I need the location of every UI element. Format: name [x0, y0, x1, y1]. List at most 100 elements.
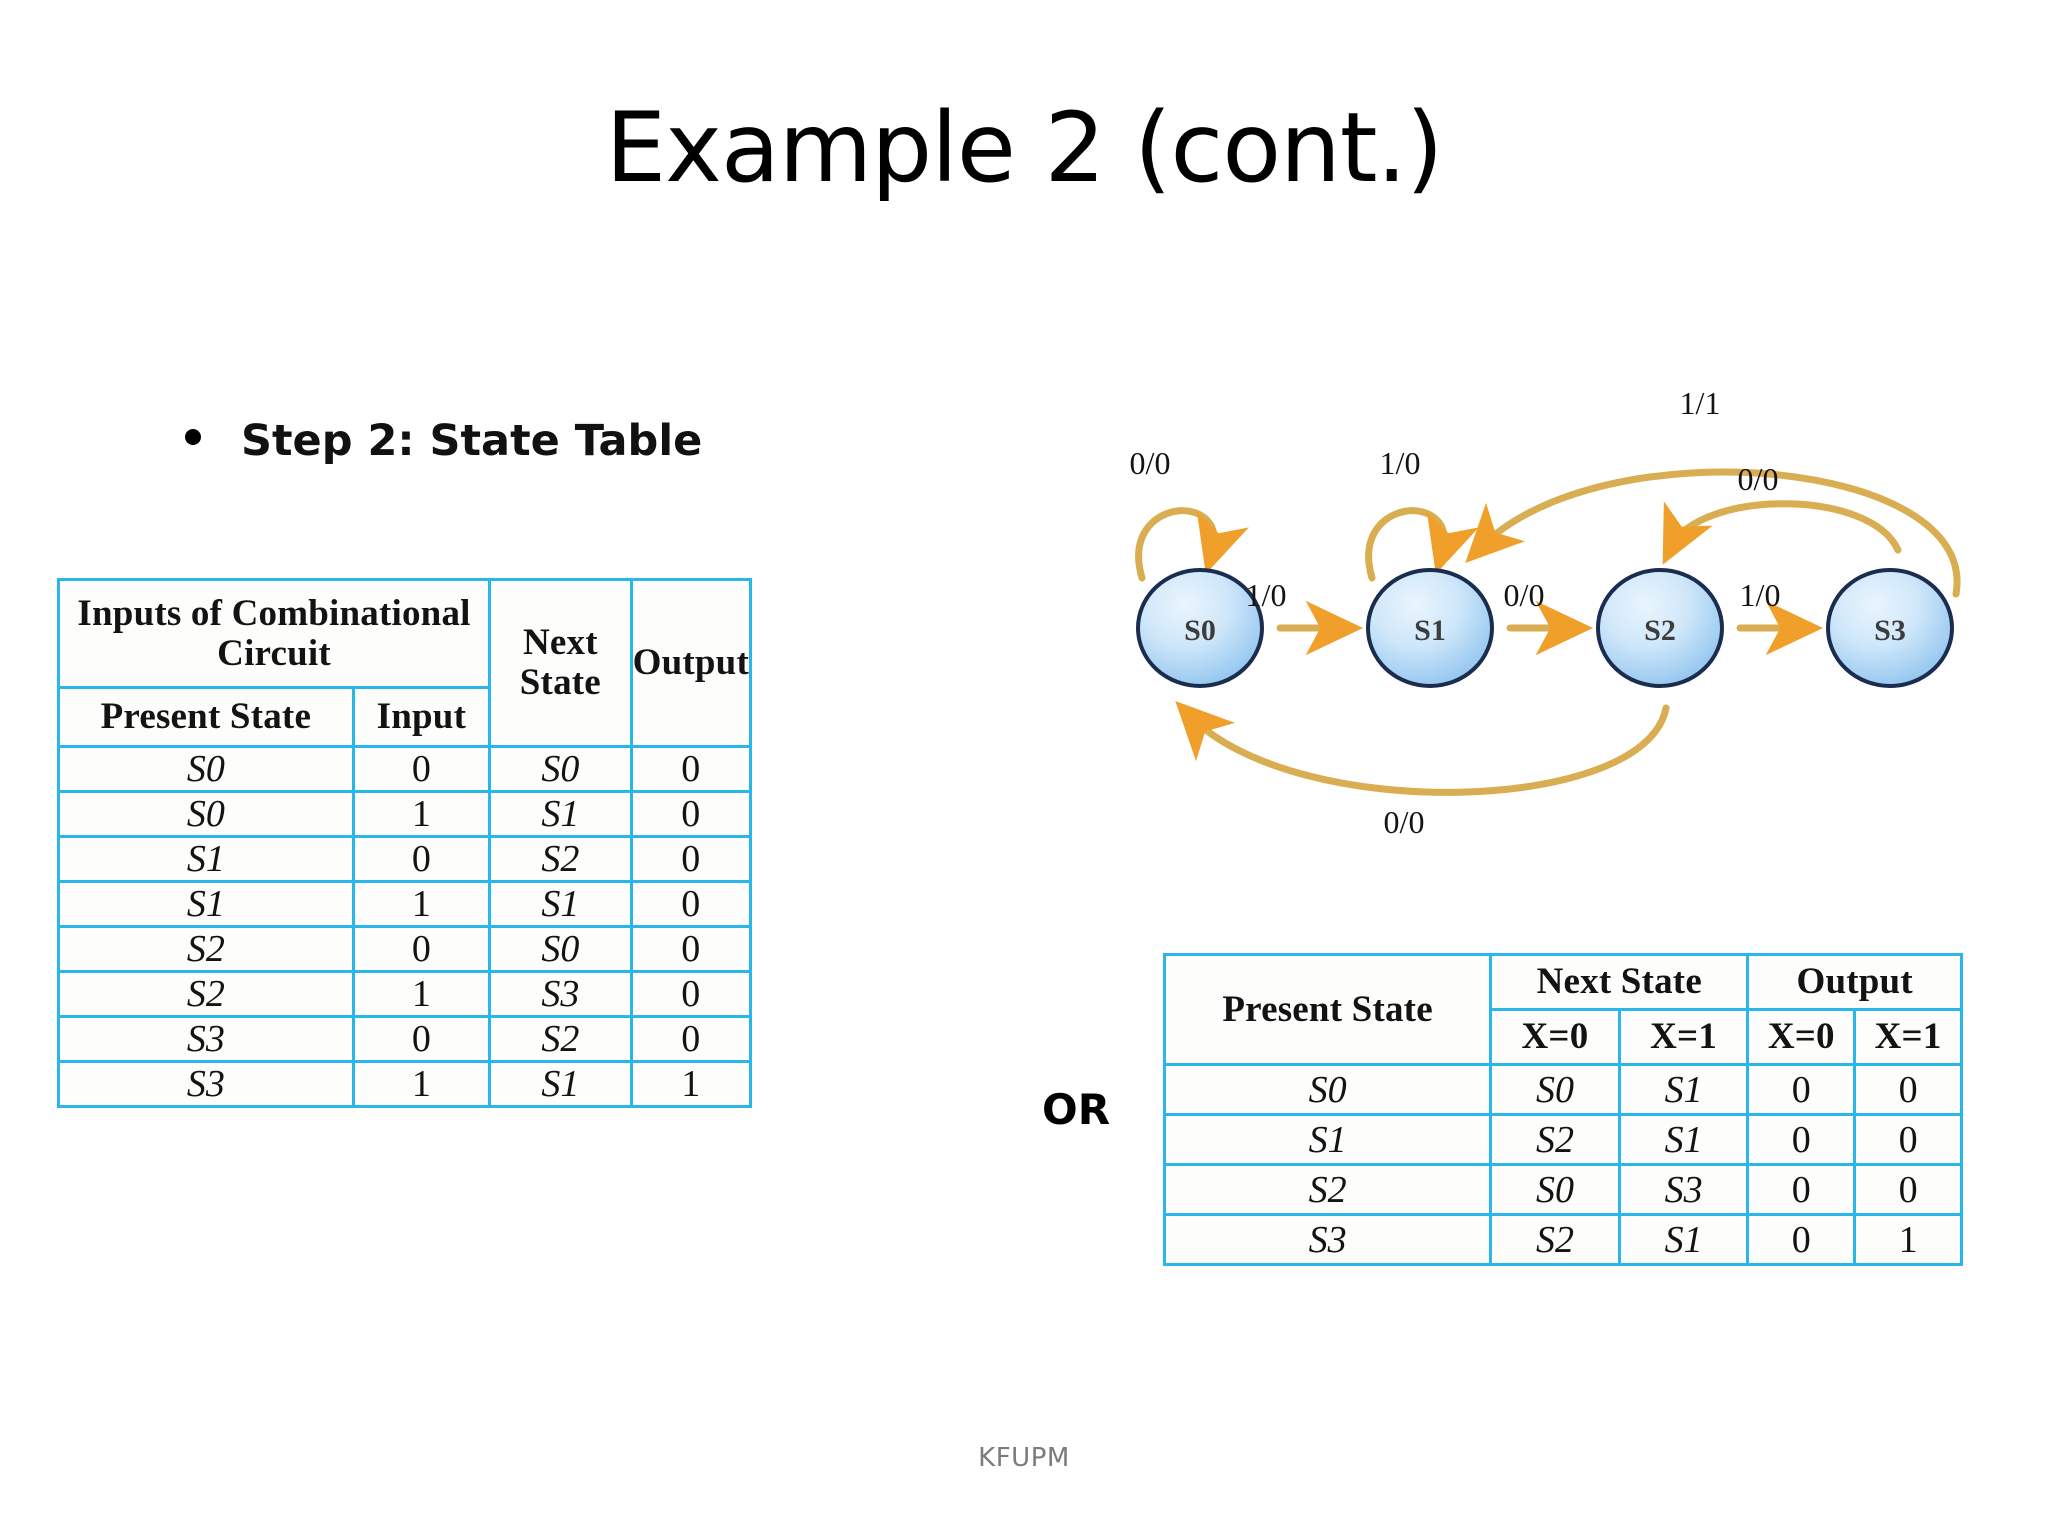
state-node-s0: S0: [1136, 568, 1264, 688]
bullet-dot-icon: [185, 429, 201, 445]
state-table-compact: Present State Next State Output X=0 X=1 …: [1162, 953, 1963, 1266]
cell-next-state-x0: S2: [1489, 1213, 1621, 1266]
state-label-s2: S2: [1644, 614, 1676, 647]
state-node-s1: S1: [1366, 568, 1494, 688]
cell-present-state: S3: [57, 1060, 355, 1108]
state-label-s1: S1: [1414, 614, 1446, 647]
header-output: Output: [629, 578, 753, 748]
slide-footer: KFUPM: [978, 1443, 1070, 1473]
table-header-row-2: X=0 X=1 X=0 X=1: [1165, 1008, 1963, 1066]
cell-next-state: S0: [488, 745, 633, 793]
cell-next-state-x0: S0: [1489, 1063, 1621, 1116]
cell-input: 1: [351, 880, 492, 928]
header-output-x1: X=1: [1853, 1008, 1963, 1066]
state-table-expanded: Inputs of Combinational Circuit Next Sta…: [56, 578, 753, 1108]
table-header-row-2: Present State Input: [57, 686, 751, 748]
cell-present-state: S0: [1162, 1063, 1493, 1116]
cell-output: 0: [629, 925, 753, 973]
transition-label-s1-s1: 1/0: [1380, 445, 1421, 481]
bullet-item-label: Step 2: State Table: [241, 416, 703, 466]
header-next-state-x1: X=1: [1617, 1008, 1750, 1066]
cell-output-x0: 0: [1746, 1113, 1857, 1166]
edge-s1-s1: [1365, 507, 1479, 582]
cell-output: 0: [629, 1015, 753, 1063]
cell-next-state: S2: [488, 1015, 633, 1063]
cell-output-x1: 0: [1853, 1063, 1963, 1116]
header-inputs-of-combinational-circuit: Inputs of Combinational Circuit: [56, 578, 492, 689]
cell-present-state: S1: [57, 880, 355, 928]
state-node-s3: S3: [1826, 568, 1954, 688]
transition-label-s2-s0: 0/0: [1384, 804, 1425, 840]
header-next-state-x0: X=0: [1489, 1008, 1621, 1066]
edge-s3-s2: [1662, 500, 1902, 565]
transition-label-s1-s2: 0/0: [1504, 577, 1545, 613]
header-input: Input: [351, 686, 492, 748]
cell-present-state: S0: [57, 745, 355, 793]
cell-output-x1: 0: [1853, 1163, 1963, 1216]
or-separator-label: OR: [1042, 1085, 1111, 1134]
page-title: Example 2 (cont.): [605, 92, 1443, 204]
header-next-state: Next State: [1489, 953, 1750, 1011]
cell-present-state: S3: [57, 1015, 355, 1063]
cell-next-state: S0: [488, 925, 633, 973]
cell-present-state: S1: [1162, 1113, 1493, 1166]
cell-present-state: S2: [57, 925, 355, 973]
cell-output-x1: 1: [1853, 1213, 1963, 1266]
transition-label-s3-s2: 0/0: [1738, 461, 1779, 497]
cell-input: 1: [351, 970, 492, 1018]
edge-s0-s0: [1135, 507, 1249, 582]
cell-input: 0: [351, 745, 492, 793]
header-output-x0: X=0: [1746, 1008, 1857, 1066]
cell-output: 0: [629, 790, 753, 838]
transition-label-s0-s1: 1/0: [1246, 577, 1287, 613]
cell-next-state-x0: S2: [1489, 1113, 1621, 1166]
header-output: Output: [1746, 953, 1963, 1011]
cell-next-state: S1: [488, 1060, 633, 1108]
cell-present-state: S0: [57, 790, 355, 838]
edge-s3-s1: [1465, 468, 1961, 598]
transition-labels: 0/0 1/0 1/0 0/0 1/0 0/0 1/1 0/0: [1130, 385, 1781, 840]
transition-edges: [1135, 468, 1961, 796]
cell-next-state: S2: [488, 835, 633, 883]
state-nodes: S0 S1 S2 S3: [1136, 568, 1954, 688]
table-header-row-1: Present State Next State Output: [1162, 953, 1963, 1066]
header-present-state: Present State: [1162, 953, 1493, 1066]
table-header-row-1: Inputs of Combinational Circuit Next Sta…: [56, 578, 753, 748]
transition-label-s3-s1: 1/1: [1680, 385, 1721, 421]
cell-present-state: S1: [57, 835, 355, 883]
state-node-s2: S2: [1596, 568, 1724, 688]
cell-output-x0: 0: [1746, 1163, 1857, 1216]
cell-output: 0: [629, 835, 753, 883]
cell-present-state: S3: [1162, 1213, 1493, 1266]
transition-label-s2-s3: 1/0: [1740, 577, 1781, 613]
cell-input: 0: [351, 925, 492, 973]
cell-present-state: S2: [1162, 1163, 1493, 1216]
state-label-s0: S0: [1184, 614, 1216, 647]
bullet-item: Step 2: State Table: [185, 416, 702, 466]
cell-next-state-x0: S0: [1489, 1163, 1621, 1216]
cell-next-state-x1: S3: [1617, 1163, 1750, 1216]
transition-label-s0-s0: 0/0: [1130, 445, 1171, 481]
cell-next-state-x1: S1: [1617, 1113, 1750, 1166]
cell-output-x0: 0: [1746, 1063, 1857, 1116]
cell-present-state: S2: [57, 970, 355, 1018]
cell-input: 1: [351, 1060, 492, 1108]
header-present-state: Present State: [57, 686, 355, 748]
cell-output: 0: [629, 880, 753, 928]
cell-next-state: S3: [488, 970, 633, 1018]
cell-input: 0: [351, 835, 492, 883]
cell-output-x1: 0: [1853, 1113, 1963, 1166]
